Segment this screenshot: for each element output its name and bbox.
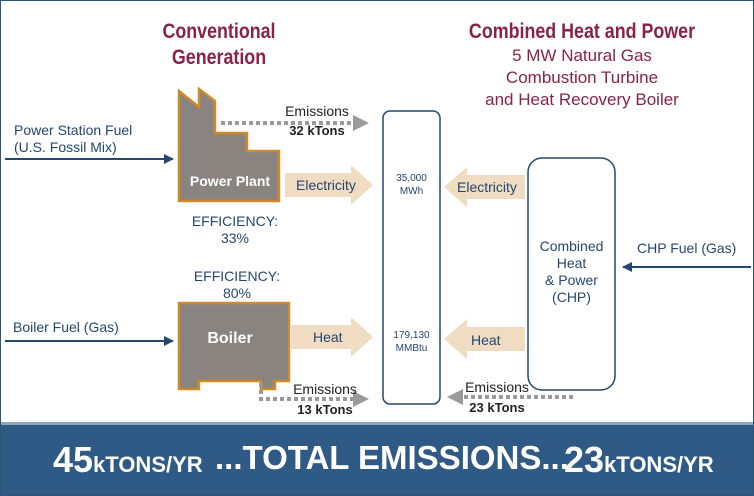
chp-subtitle-line2: Combustion Turbine [505,68,659,87]
heat-arrow-conventional [291,317,373,357]
power-plant-emissions-value: 32 kTons [289,123,345,138]
chp-fuel-label: CHP Fuel (Gas) [637,240,737,256]
electricity-label-chp: Electricity [457,179,517,195]
boiler-emissions-label: Emissions [293,381,357,397]
conventional-total-unit: kTONS/YR [93,452,203,477]
demand-heat: 179,130 MMBtu [383,329,440,355]
boiler-shape [177,301,291,391]
power-plant-emissions: Emissions 32 kTons [277,103,357,139]
boiler-fuel-label: Boiler Fuel (Gas) [13,319,119,335]
chp-box-line2: Heat [556,255,587,271]
electricity-arrow-conventional [285,165,373,205]
chp-subtitle-line3: and Heat Recovery Boiler [485,90,679,109]
conventional-title-line2: Generation [171,46,267,69]
heat-label-chp: Heat [471,332,501,348]
electricity-label-conventional: Electricity [296,177,356,193]
chp-total-value: 23 [564,439,605,480]
chp-emissions: Emissions 23 kTons [457,379,537,416]
heat-label-conventional: Heat [313,329,343,345]
demand-box [382,110,441,405]
power-station-fuel-label: Power Station Fuel (U.S. Fossil Mix) [14,122,132,156]
power-plant-shape [177,86,281,203]
diagram-graphics [5,86,751,407]
chp-total-emissions: 23kTONS/YR [564,439,714,481]
boiler-efficiency-value: 80% [222,285,252,301]
total-emissions-text: ...TOTAL EMISSIONS... [215,439,569,476]
demand-heat-unit: MMBtu [395,343,428,354]
boiler-emissions: Emissions 13 kTons [285,381,365,418]
chp-box-text: Combined Heat & Power (CHP) [528,238,615,306]
power-station-fuel-line1: Power Station Fuel [14,122,133,138]
boiler-emissions-head [353,391,369,407]
heat-arrow-chp [444,319,525,359]
chp-box-line4: (CHP) [552,289,591,305]
power-plant-efficiency-value: 33% [220,230,250,246]
demand-heat-value: 179,130 [393,330,430,341]
boiler-efficiency: EFFICIENCY: 80% [177,268,297,302]
chp-emissions-value: 23 kTons [469,400,525,415]
chp-subtitle-line1: 5 MW Natural Gas [512,46,652,65]
chp-box-line1: Combined [539,238,604,254]
chp-emissions-label: Emissions [465,379,529,395]
chp-emissions-head [447,389,463,405]
demand-electricity: 35,000 MWh [383,172,440,198]
total-emissions-footer: 45kTONS/YR ...TOTAL EMISSIONS... 23kTONS… [1,422,753,495]
boiler-emissions-value: 13 kTons [297,402,353,417]
total-emissions-caption: ...TOTAL EMISSIONS... [215,439,569,477]
conventional-title-line1: Conventional [162,20,276,43]
chp-total-unit: kTONS/YR [604,452,714,477]
conventional-total-emissions: 45kTONS/YR [53,439,203,481]
power-plant-efficiency: EFFICIENCY: 33% [175,213,295,247]
power-station-fuel-line2: (U.S. Fossil Mix) [14,139,117,155]
power-plant-emissions-head [353,115,369,131]
chp-subtitle: 5 MW Natural Gas Combustion Turbine and … [463,45,701,111]
power-plant-emissions-label: Emissions [285,103,349,119]
chp-title: Combined Heat and Power [468,20,696,43]
boiler-label: Boiler [207,330,253,347]
chp-box-line3: & Power [545,272,598,288]
conventional-total-value: 45 [53,439,94,480]
conventional-title: Conventional Generation [143,19,296,71]
electricity-arrow-chp [444,167,525,207]
power-plant-label: Power Plant [189,173,271,189]
boiler-efficiency-label: EFFICIENCY: [193,268,281,284]
chp-box [527,157,616,391]
demand-electricity-unit: MWh [399,186,424,197]
power-plant-efficiency-label: EFFICIENCY: [191,213,279,229]
demand-electricity-value: 35,000 [396,173,427,184]
